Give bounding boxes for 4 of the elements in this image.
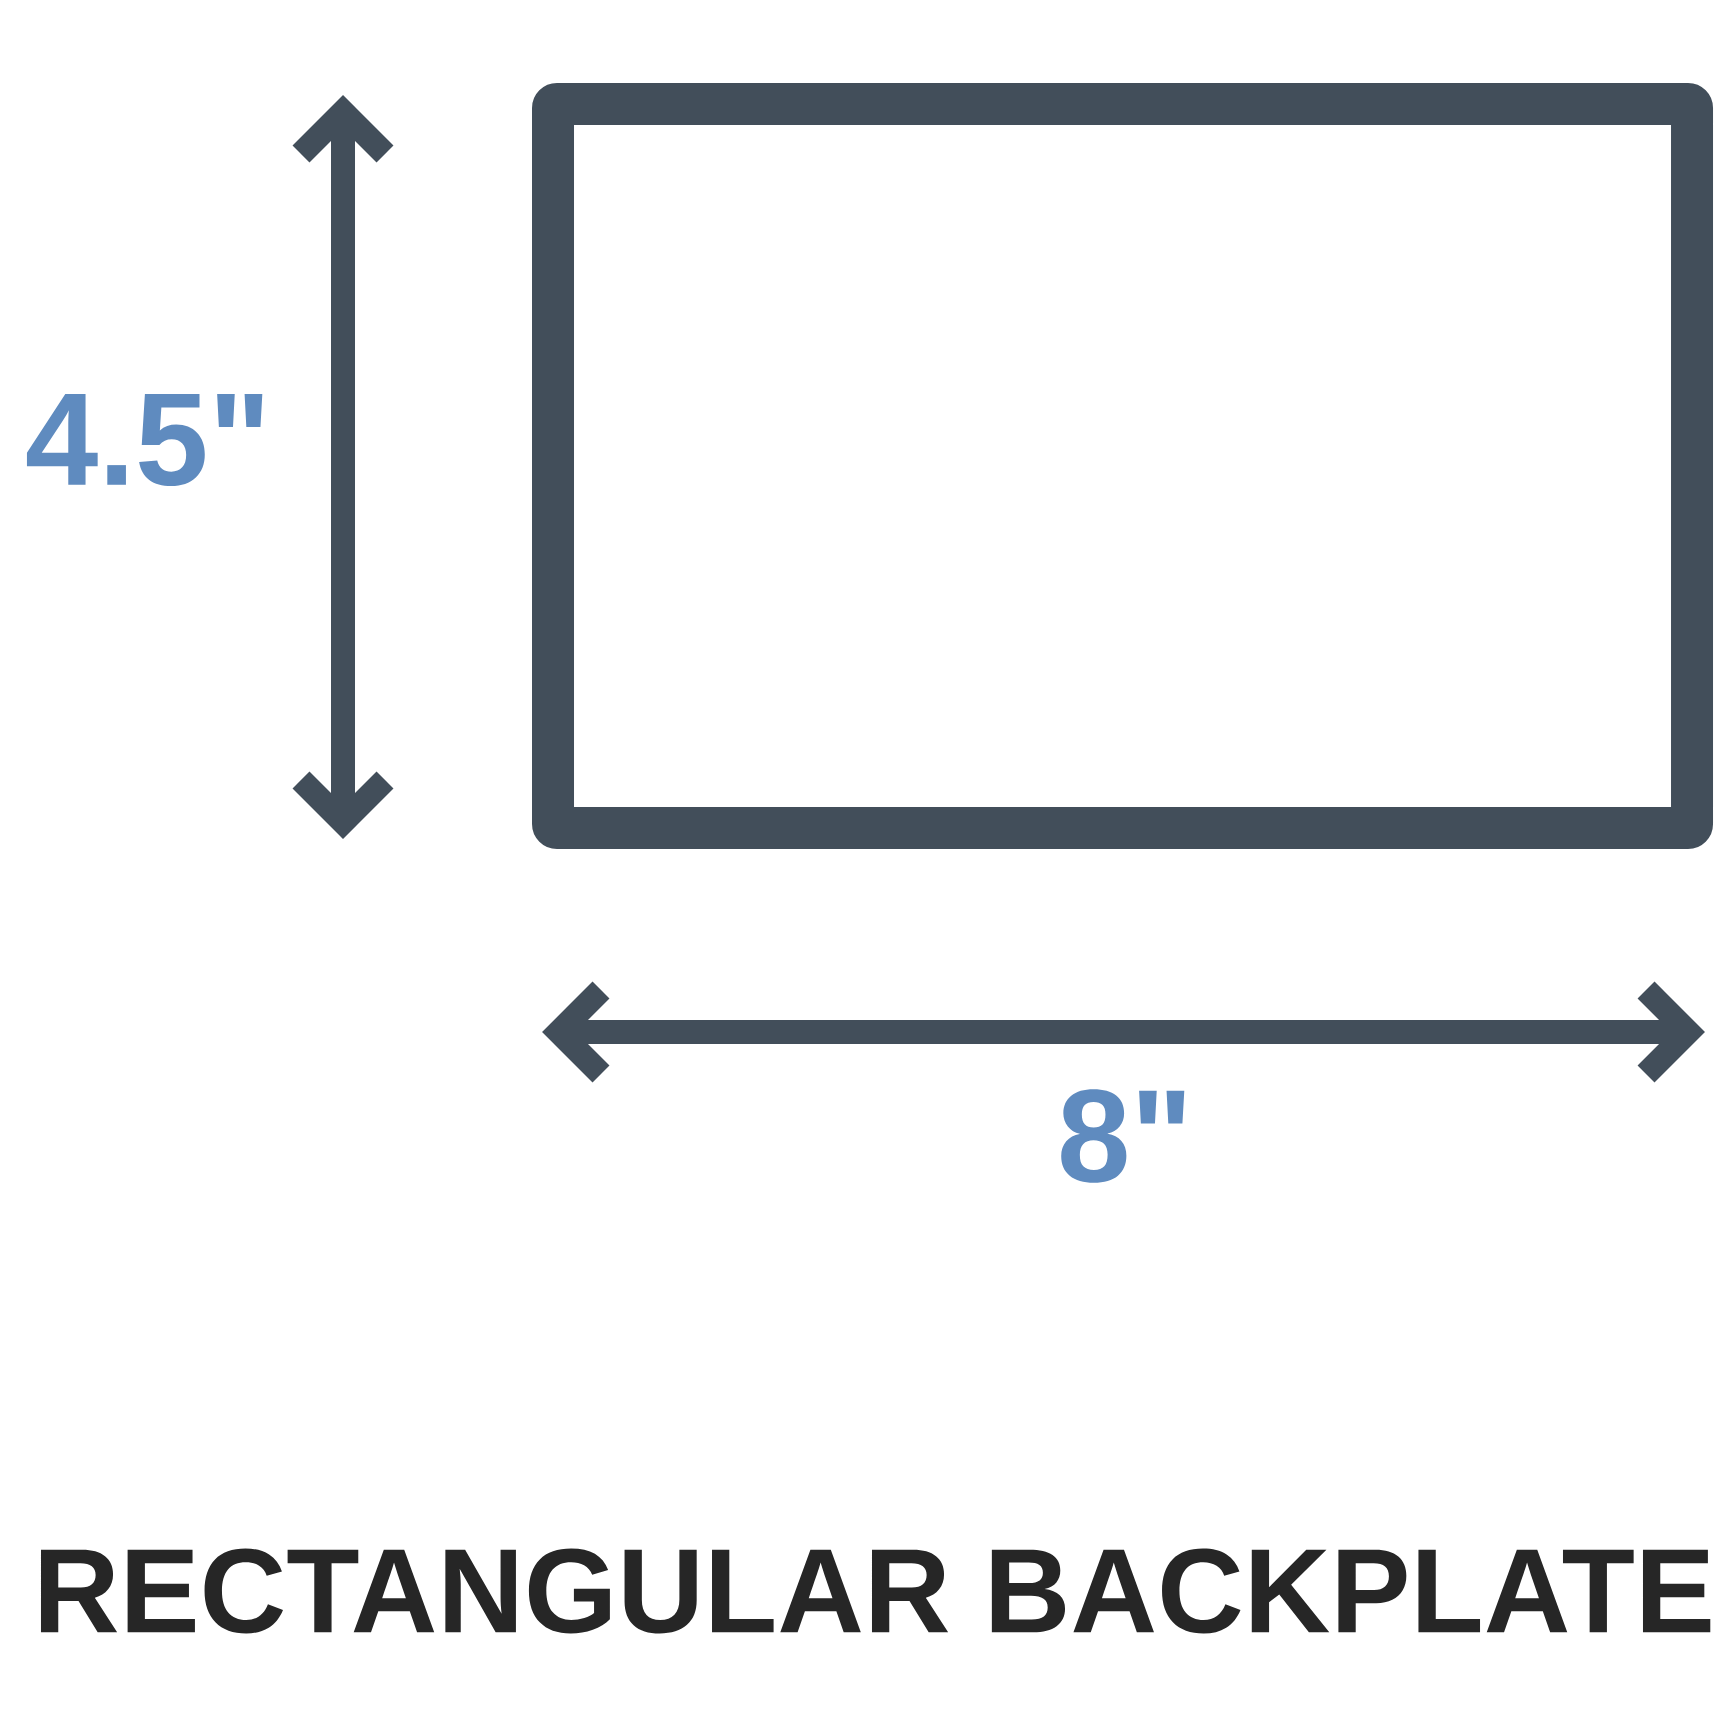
dimension-label: 4.5": [26, 393, 263, 487]
caption: RECTANGULAR BACKPLATE: [41, 1548, 1711, 1634]
backplate-rectangle: [532, 83, 1713, 849]
dimension-label: 8": [1061, 1089, 1185, 1183]
